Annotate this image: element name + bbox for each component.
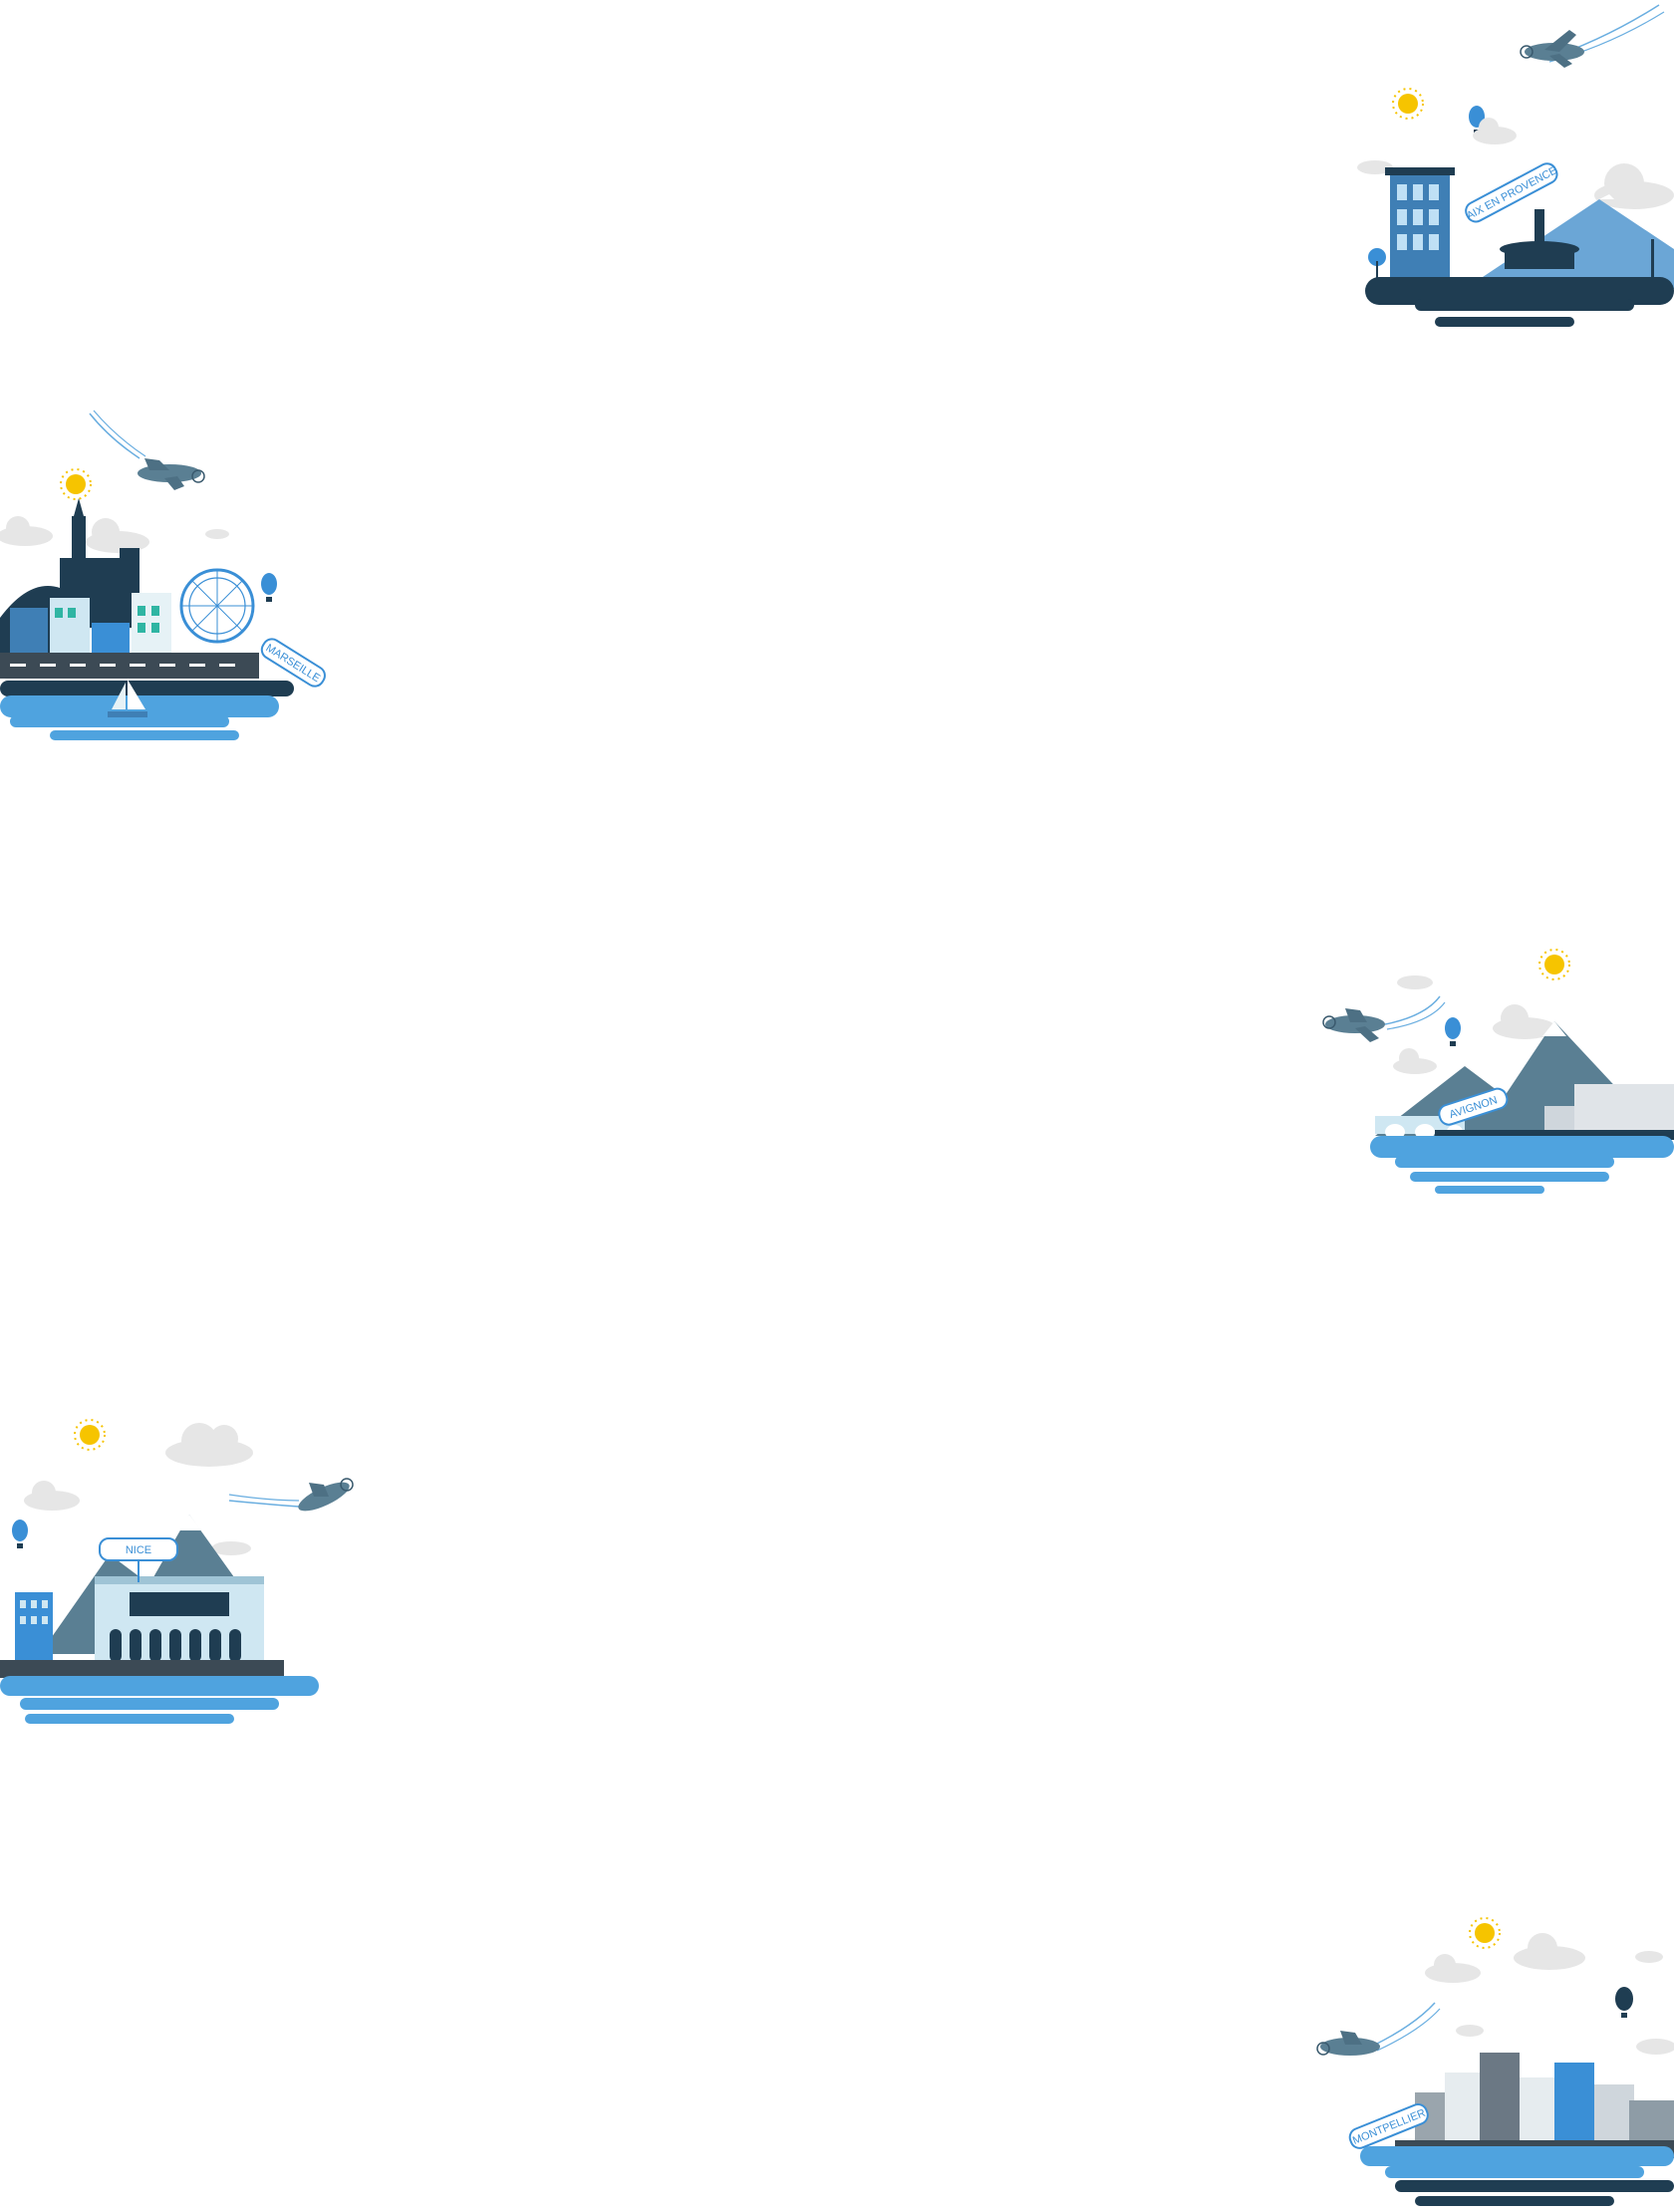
palace: [95, 1576, 264, 1662]
scene-montpellier: MONTPELLIER: [1305, 1903, 1674, 2212]
ferris-wheel: [179, 568, 255, 644]
hot-air-balloon-icon: [12, 1520, 28, 1548]
hot-air-balloon-icon: [261, 573, 277, 602]
city-sign: AIX EN PROVENCE: [1465, 162, 1559, 223]
scene-aix-en-provence: AIX EN PROVENCE: [1355, 0, 1674, 339]
plane-icon: [228, 1478, 354, 1512]
plane-icon: [1520, 4, 1665, 68]
city-sign: NICE: [99, 1537, 178, 1582]
cloud-icon: [1393, 975, 1556, 1074]
cloud-icon: [24, 1423, 253, 1555]
plane-icon: [1316, 2002, 1441, 2056]
fountain: [1500, 209, 1579, 269]
hot-air-balloon-icon: [1445, 1017, 1461, 1046]
palace: [1544, 1084, 1674, 1134]
tall-building: [1385, 167, 1455, 279]
cloud-icon: [0, 516, 229, 553]
hot-air-balloon-icon: [1615, 1987, 1633, 2018]
scene-marseille: MARSEILLE: [0, 399, 349, 757]
sun-icon: [1469, 1917, 1501, 1949]
plane-icon: [1322, 995, 1446, 1042]
sun-icon: [1538, 949, 1570, 980]
ground: [1395, 2180, 1674, 2206]
city-sign-label: AIX EN PROVENCE: [1465, 164, 1559, 222]
sailboat-icon: [108, 680, 147, 717]
buildings: [1415, 2053, 1674, 2142]
scene-nice: NICE: [0, 1405, 369, 1744]
water: [0, 1676, 319, 1724]
road: [0, 1660, 284, 1678]
sun-icon: [60, 468, 92, 500]
cloud-icon: [1425, 1933, 1674, 2055]
plane-icon: [89, 410, 205, 490]
road: [0, 653, 294, 696]
cloud-icon: [1357, 118, 1674, 209]
ground: [1365, 277, 1674, 327]
sun-icon: [1392, 88, 1424, 120]
scene-avignon: AVIGNON: [1315, 937, 1674, 1206]
city-sign-label: NICE: [126, 1544, 151, 1556]
sun-icon: [74, 1419, 106, 1451]
water: [1360, 2146, 1674, 2178]
water: [1370, 1136, 1674, 1194]
